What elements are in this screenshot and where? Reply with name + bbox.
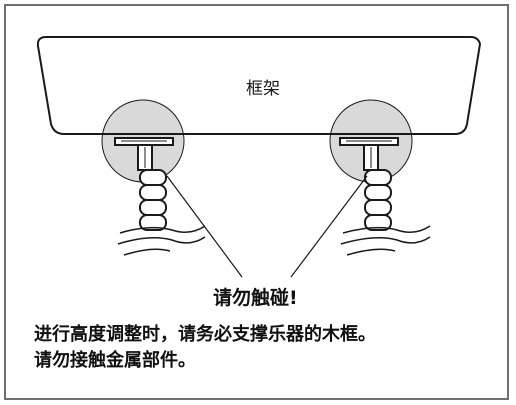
- right-bracket: [339, 137, 399, 171]
- frame-outline: [36, 36, 482, 135]
- notice-text: 进行高度调整时，请务必支撑乐器的木框。 请勿接触金属部件。: [34, 322, 504, 374]
- notice-line-1: 进行高度调整时，请务必支撑乐器的木框。: [34, 324, 376, 345]
- instruction-panel: [4, 4, 509, 400]
- left-leg-chain: [139, 169, 167, 231]
- left-pointer-line: [166, 175, 243, 278]
- right-pointer-line: [290, 175, 368, 278]
- frame-label: 框架: [246, 79, 280, 99]
- notice-line-2: 请勿接触金属部件。: [34, 350, 196, 371]
- left-bracket: [114, 137, 174, 171]
- right-leg-break: [340, 225, 431, 256]
- left-leg-break: [117, 225, 206, 256]
- right-leg-chain: [364, 169, 392, 231]
- warning-label: 请勿触碰!: [213, 287, 298, 309]
